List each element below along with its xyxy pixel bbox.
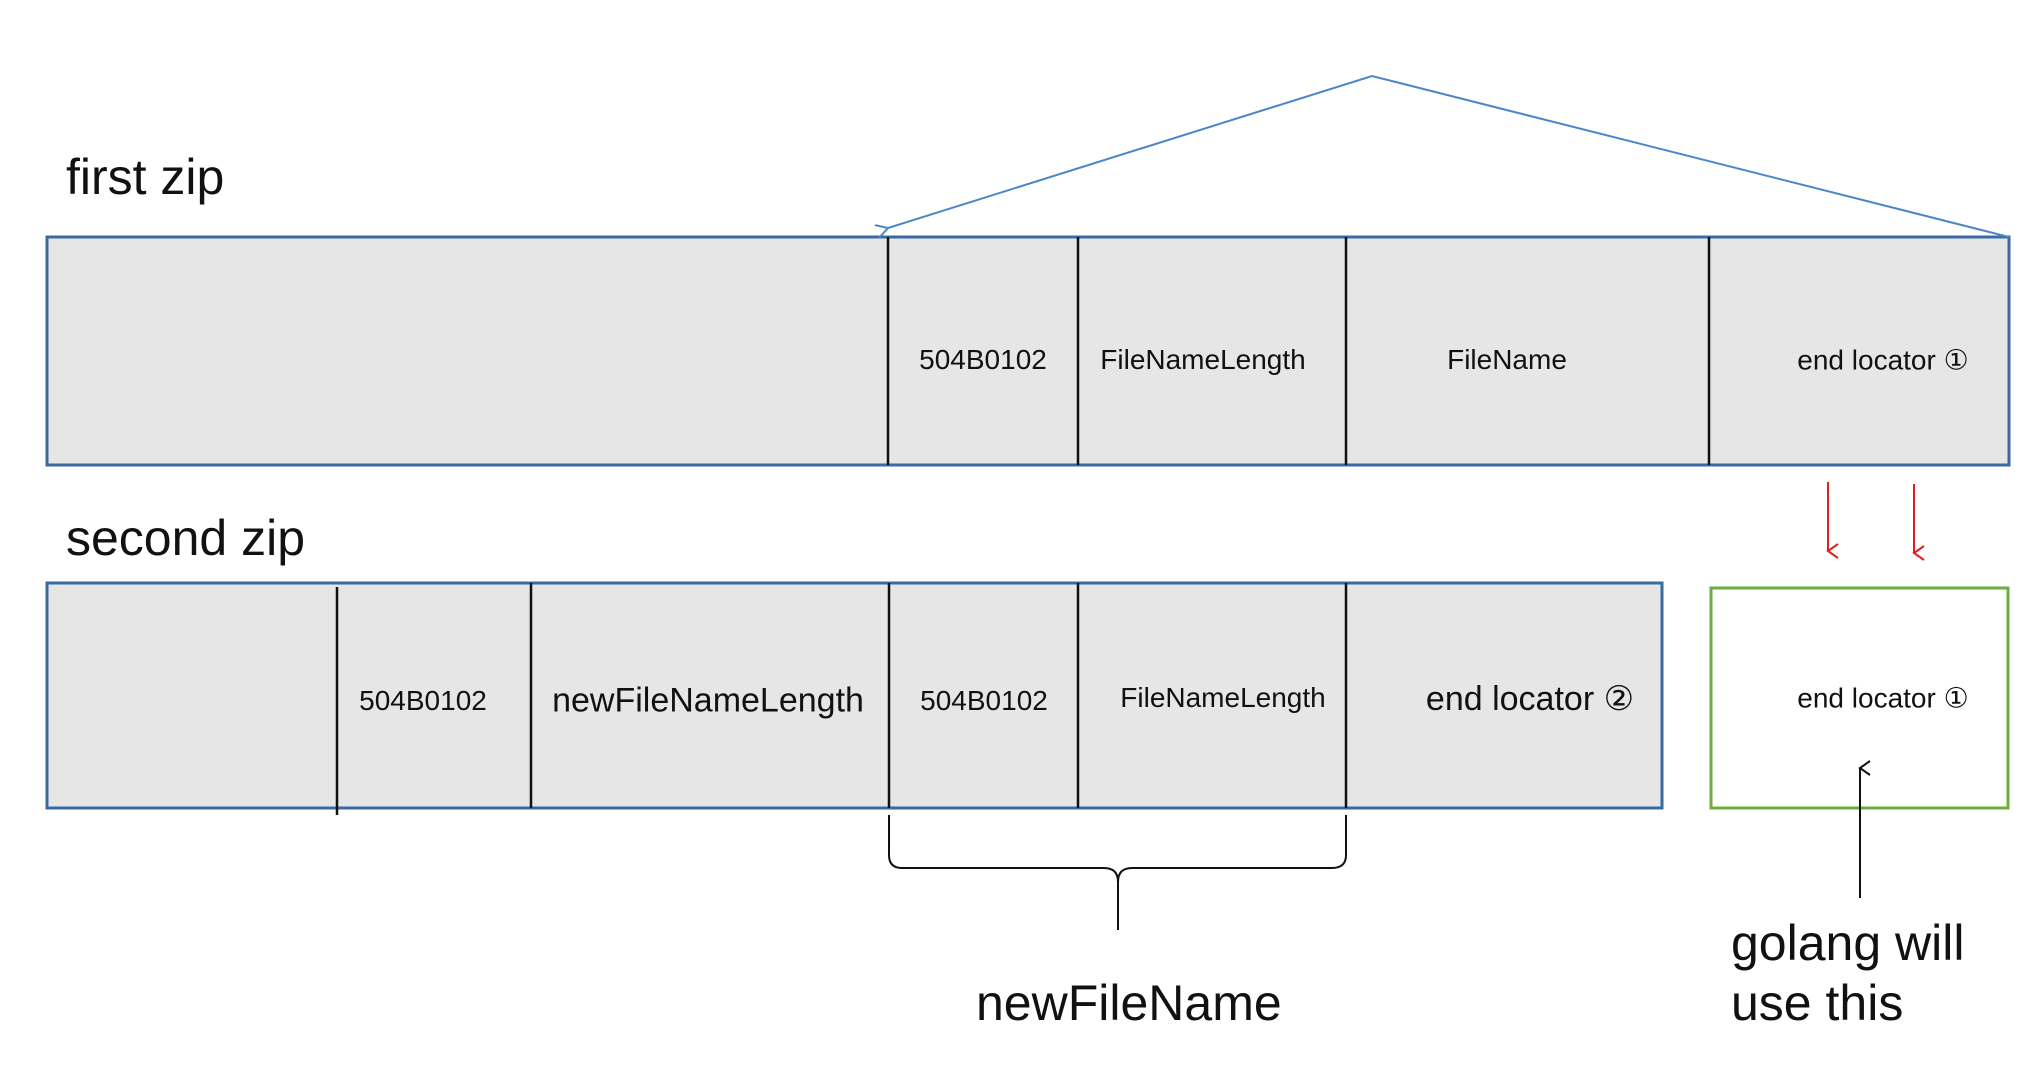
second-zip-signature-2: 504B0102 [920, 685, 1048, 716]
second-zip-title: second zip [66, 510, 306, 566]
second-zip-end-locator: end locator ② [1425, 680, 1635, 718]
second-zip-box [45, 581, 1664, 810]
first-zip-title: first zip [66, 149, 225, 205]
new-file-name-brace [888, 815, 1347, 930]
first-zip-box [45, 235, 2011, 467]
copied-end-locator-label: end locator ① [1797, 682, 1969, 714]
first-zip-end-locator: end locator ① [1797, 344, 1969, 376]
first-zip-signature: 504B0102 [919, 344, 1047, 375]
first-zip-filename-length: FileNameLength [1100, 344, 1306, 375]
golang-note-line1: golang will [1731, 915, 1965, 971]
new-file-name-label: newFileName [976, 975, 1282, 1031]
second-zip-new-filename-length: newFileNameLength [552, 681, 864, 720]
end-locator-pointer-arrow [888, 74, 2010, 237]
first-zip-filename: FileName [1447, 344, 1567, 375]
second-zip-signature: 504B0102 [359, 685, 487, 716]
second-zip-filename-length: FileNameLength [1120, 682, 1326, 713]
golang-note-line2: use this [1731, 975, 1904, 1031]
